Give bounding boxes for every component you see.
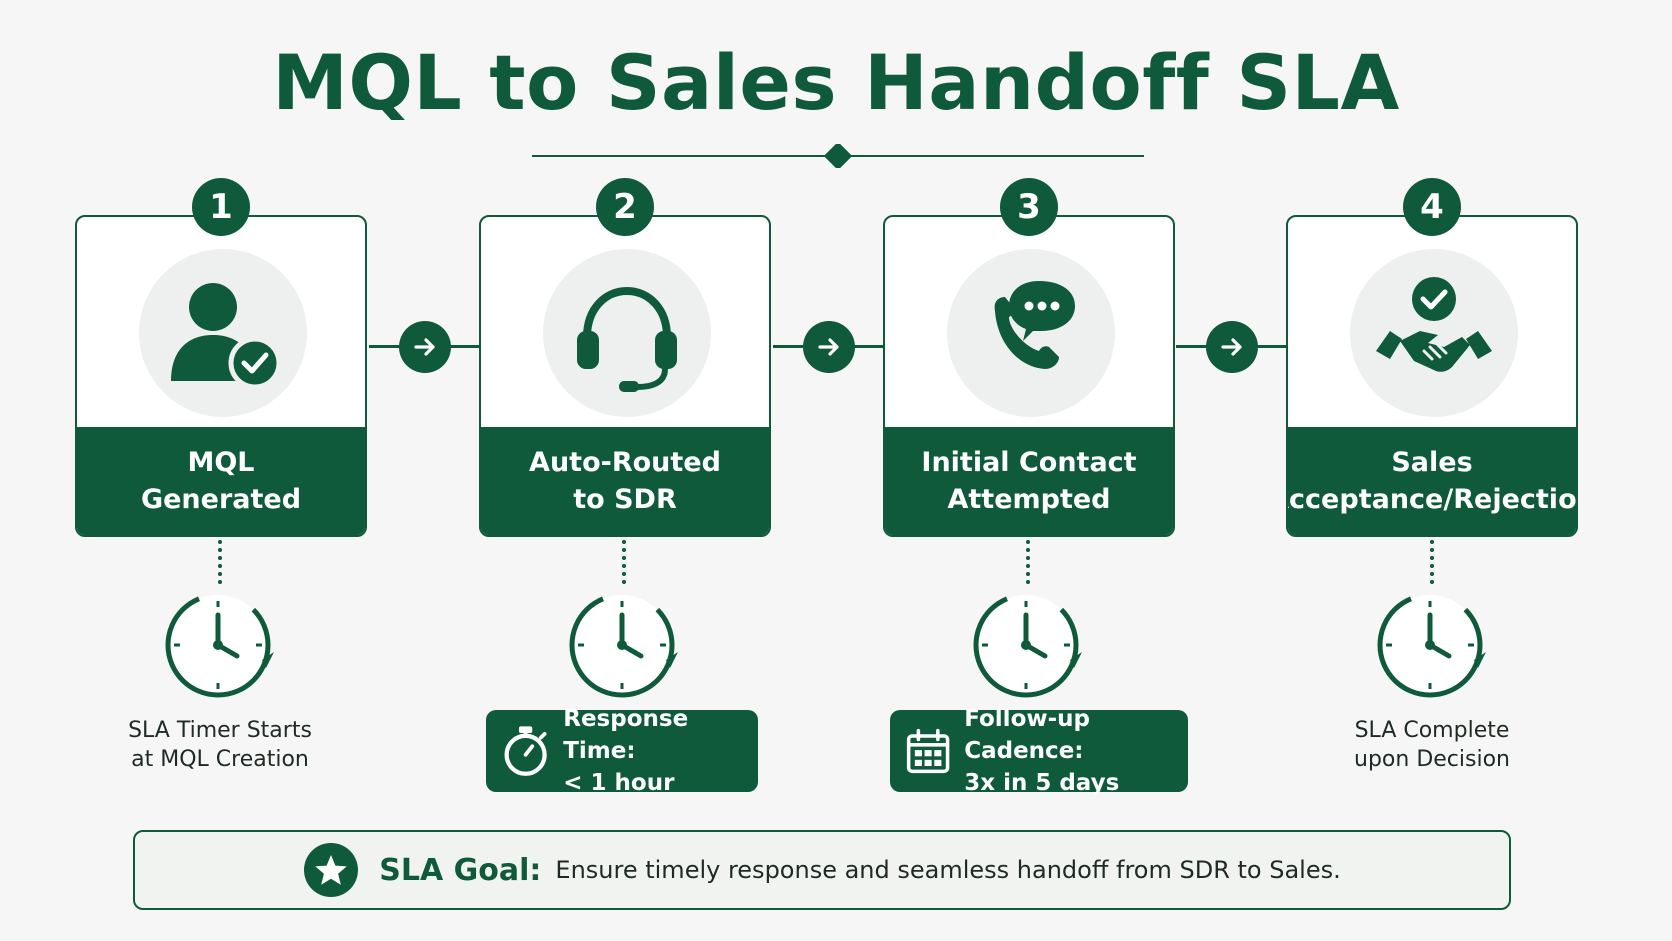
handshake-check-icon — [1350, 249, 1518, 417]
sla-goal-text: Ensure timely response and seamless hand… — [555, 856, 1341, 884]
calendar-icon — [906, 728, 950, 774]
response-time-badge: Response Time: < 1 hour — [486, 706, 758, 796]
arrow-right-icon — [1206, 321, 1258, 373]
dotted-connector — [1430, 540, 1434, 584]
dotted-connector — [218, 540, 222, 584]
step-number-badge: 4 — [1403, 178, 1461, 236]
step-number-badge: 1 — [192, 178, 250, 236]
follow-up-value: 3x in 5 days — [964, 770, 1120, 796]
step-number-badge: 3 — [1000, 178, 1058, 236]
dotted-connector — [1026, 540, 1030, 584]
title-divider — [532, 144, 1144, 168]
clock-icon — [1377, 592, 1486, 698]
headset-icon — [543, 249, 711, 417]
follow-up-label: Follow-up Cadence: — [964, 706, 1090, 764]
arrow-right-icon — [399, 321, 451, 373]
arrow-right-icon — [803, 321, 855, 373]
stopwatch-icon — [504, 726, 547, 776]
user-check-icon — [139, 249, 307, 417]
step-card-sales-acceptance: SalesAcceptance/Rejection — [1286, 215, 1578, 537]
step-number-badge: 2 — [596, 178, 654, 236]
response-time-value: < 1 hour — [563, 770, 675, 796]
sla-goal-label: SLA Goal: — [379, 852, 542, 888]
page-title: MQL to Sales Handoff SLA — [272, 38, 1400, 127]
phone-chat-icon — [947, 249, 1115, 417]
clock-icon — [165, 592, 274, 698]
dotted-connector — [622, 540, 626, 584]
sla-goal-banner: SLA Goal: Ensure timely response and sea… — [133, 830, 1511, 910]
star-icon — [304, 843, 359, 897]
step-label: SalesAcceptance/Rejection — [1288, 427, 1576, 535]
follow-up-cadence-badge: Follow-up Cadence: 3x in 5 days — [890, 706, 1188, 796]
clock-icon — [569, 592, 678, 698]
response-time-label: Response Time: — [563, 706, 689, 764]
clock-icon — [973, 592, 1082, 698]
